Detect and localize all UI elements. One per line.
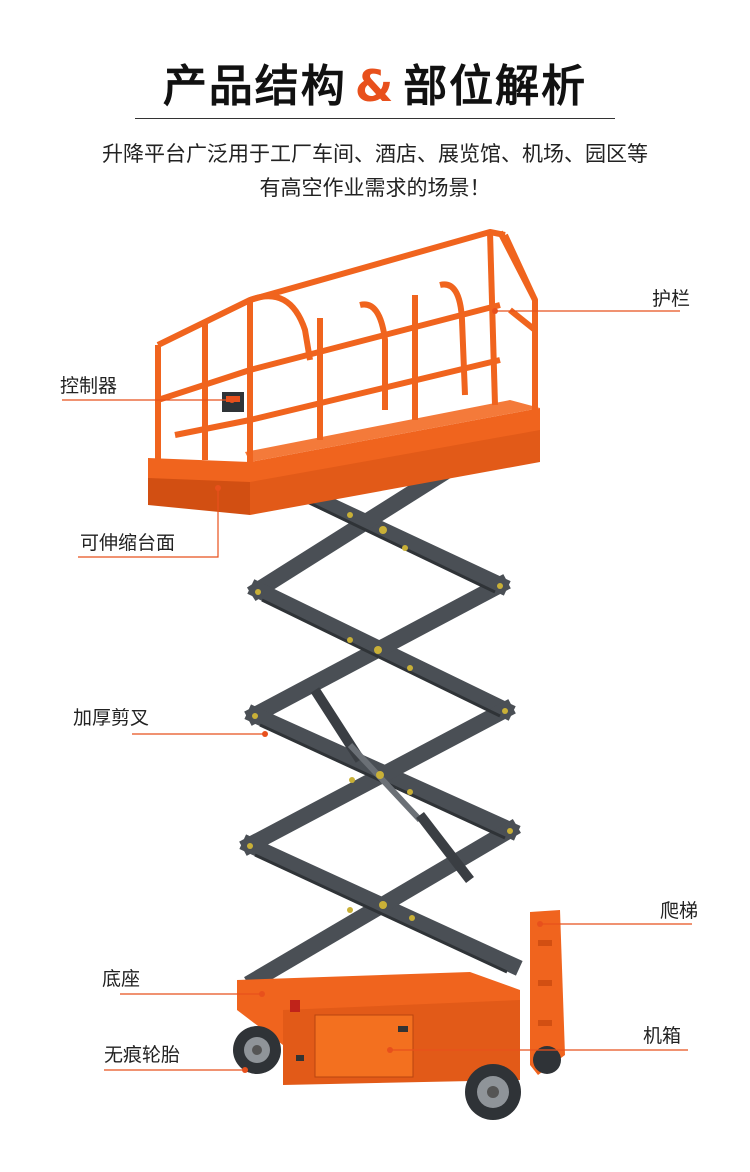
pivot-bolts (247, 512, 513, 921)
hydraulic-cylinder (310, 687, 474, 884)
title-part1: 产品结构 (162, 61, 347, 112)
label-platform: 可伸缩台面 (80, 532, 176, 554)
title-divider (135, 118, 615, 119)
page-title: 产品结构&部位解析 (0, 50, 750, 114)
label-cabinet: 机箱 (643, 1025, 682, 1047)
label-ladder: 爬梯 (660, 900, 699, 922)
label-base: 底座 (102, 968, 141, 990)
label-tire: 无痕轮胎 (104, 1044, 181, 1066)
intro-line-1: 升降平台广泛用于工厂车间、酒店、展览馆、机场、园区等 (102, 142, 648, 166)
wheel-rear (465, 1064, 521, 1120)
label-scissor: 加厚剪叉 (73, 707, 150, 729)
wheel-front (233, 1026, 281, 1074)
platform-deck (148, 400, 540, 515)
title-part2: 部位解析 (403, 61, 588, 112)
guardrail-frame (155, 229, 538, 470)
label-guardrail: 护栏 (652, 288, 691, 310)
label-controller: 控制器 (60, 375, 118, 397)
title-ampersand: & (354, 61, 396, 112)
callout-dots (215, 308, 543, 1073)
base-chassis (237, 972, 520, 1085)
wheel-side (533, 1046, 561, 1074)
callout-lines (62, 310, 692, 1071)
intro-line-2: 有高空作业需求的场景！ (259, 176, 491, 200)
ladder (530, 910, 565, 1075)
